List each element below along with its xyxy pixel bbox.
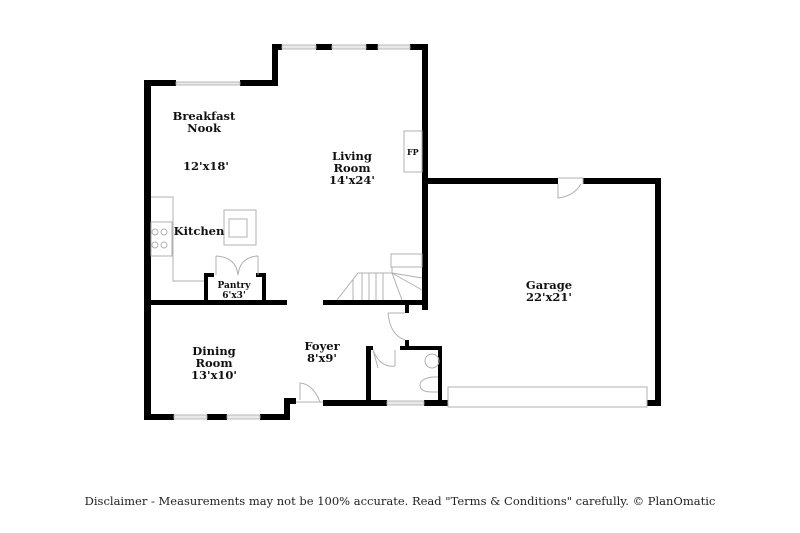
room-label-living-room: Living Room 14'x24': [329, 150, 375, 186]
disclaimer-text: Disclaimer - Measurements may not be 100…: [84, 494, 716, 508]
doors: [296, 177, 584, 403]
stairs-icon: [336, 253, 423, 301]
room-name: Room: [195, 356, 233, 370]
room-name: Nook: [187, 121, 221, 135]
room-name: Garage: [525, 278, 573, 292]
room-label-foyer: Foyer 8'x9': [304, 340, 339, 364]
room-label-garage: Garage 22'x21': [526, 279, 572, 303]
room-name: Living: [332, 149, 372, 163]
room-name: Dining: [192, 344, 236, 358]
room-dims: 22'x21': [526, 290, 572, 304]
walls: [144, 44, 661, 420]
room-name: Room: [333, 161, 371, 175]
room-label-dining-room: Dining Room 13'x10': [191, 345, 237, 381]
room-label-breakfast-nook: Breakfast Nook: [173, 110, 236, 134]
room-dims-breakfast-nook: 12'x18': [183, 159, 229, 173]
room-name: Breakfast: [172, 109, 236, 123]
kitchen-fixtures: [150, 196, 257, 282]
fireplace-icon: [403, 130, 423, 173]
room-dims: 13'x10': [191, 368, 237, 382]
bathroom-fixtures: [419, 353, 440, 393]
room-dims: 14'x24': [329, 173, 375, 187]
room-dims: 6'x3': [222, 291, 246, 301]
pantry-doors: [215, 255, 259, 276]
windows: [173, 44, 648, 420]
fireplace-label: FP: [407, 147, 419, 157]
room-dims: 8'x9': [307, 351, 337, 365]
room-label-pantry: Pantry 6'x3': [217, 281, 250, 301]
room-name: Pantry: [217, 281, 251, 291]
room-label-kitchen: Kitchen: [173, 224, 225, 238]
room-name: Foyer: [304, 339, 340, 353]
